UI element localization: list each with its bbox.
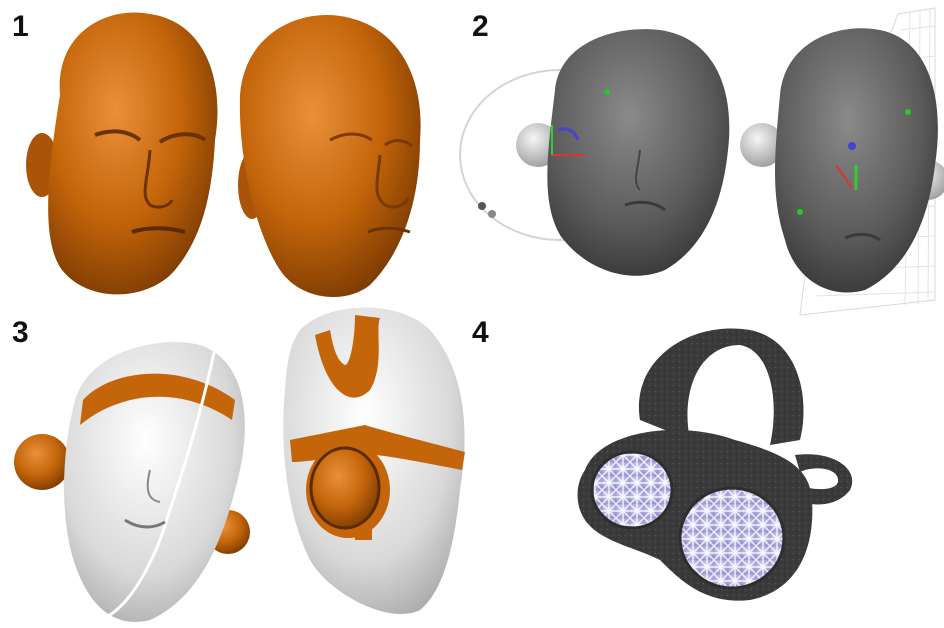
grey-head-right [775, 28, 938, 292]
gizmo-marker [604, 89, 610, 95]
headset-top-loop [639, 328, 804, 445]
orange-head-left [26, 13, 217, 295]
gizmo-dot [488, 210, 496, 218]
panel-3-heads [14, 308, 465, 622]
panel-label-2: 2 [472, 12, 489, 42]
gizmo-marker [905, 109, 911, 115]
grey-head-left [547, 29, 729, 276]
panel-1-heads [26, 13, 421, 297]
panel-label-3: 3 [12, 318, 29, 348]
gizmo-dot [478, 202, 486, 210]
panel-label-1: 1 [12, 12, 29, 42]
panel-label-4: 4 [472, 318, 489, 348]
lattice-cup-left [592, 452, 672, 528]
panel-4-headset [578, 328, 853, 600]
panel-2-heads [460, 8, 944, 315]
gizmo-marker [797, 209, 803, 215]
ear-sphere-left [14, 434, 70, 490]
lattice-cup-right [680, 488, 784, 588]
orange-head-right [238, 15, 421, 297]
ear-sphere-back [311, 448, 379, 528]
